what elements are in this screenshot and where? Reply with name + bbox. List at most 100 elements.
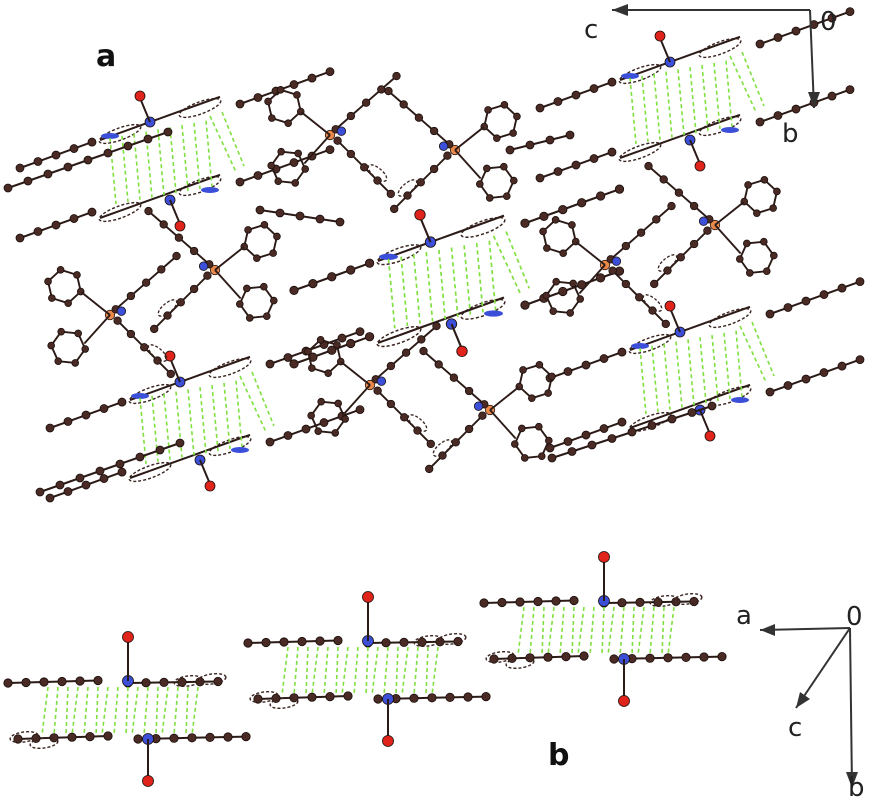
contact-line xyxy=(431,646,439,696)
contact-line xyxy=(687,339,695,406)
axis-triad-b xyxy=(759,624,858,789)
carbon-atom xyxy=(617,347,627,357)
disordered-ring xyxy=(173,674,203,688)
bond xyxy=(99,209,121,219)
dimer-stack xyxy=(545,277,865,453)
carbon-atom xyxy=(445,692,455,703)
contact-line xyxy=(701,64,709,132)
carbon-atom xyxy=(449,373,459,382)
phosphonium-cation xyxy=(44,251,181,379)
carbon-atom xyxy=(577,280,587,290)
carbon-atom xyxy=(235,300,244,308)
carbon-atom xyxy=(56,266,65,274)
carbon-atom xyxy=(571,90,581,100)
carbon-atom xyxy=(126,329,136,339)
carbon-atom xyxy=(614,184,625,194)
oxygen-atom xyxy=(598,551,610,563)
contact-line xyxy=(371,646,379,696)
carbon-atom xyxy=(270,296,278,305)
disordered-ring xyxy=(157,299,178,317)
bond xyxy=(149,462,171,472)
contact-line xyxy=(211,384,219,452)
axis-b-origin-label: 0 xyxy=(846,602,863,632)
bond xyxy=(578,264,606,295)
carbon-atom xyxy=(69,144,79,153)
contact-line xyxy=(663,343,671,410)
carbon-atom xyxy=(689,201,699,211)
disordered-ring xyxy=(642,294,663,312)
nitrogen-atom xyxy=(198,261,209,271)
carbon-atom xyxy=(69,214,79,223)
carbon-atom xyxy=(319,418,329,427)
nitrogen-ellipsoid xyxy=(721,127,739,133)
contact-line xyxy=(143,686,149,736)
carbon-atom xyxy=(599,354,609,363)
carbon-atom xyxy=(337,333,347,343)
carbon-atom xyxy=(143,134,153,144)
carbon-atom xyxy=(166,369,175,379)
contact-line xyxy=(541,606,545,656)
contact-line xyxy=(649,606,655,656)
carbon-atom xyxy=(334,399,342,408)
contact-line xyxy=(751,321,775,377)
nitrogen-ellipsoid xyxy=(631,343,649,349)
carbon-atom xyxy=(83,155,93,165)
carbon-atom xyxy=(855,277,865,286)
contact-line xyxy=(492,235,522,295)
carbon-atom xyxy=(773,33,783,42)
carbon-atom xyxy=(520,300,530,310)
carbon-atom xyxy=(464,424,474,434)
bond xyxy=(489,386,520,411)
carbon-atom xyxy=(57,676,67,687)
contact-line xyxy=(631,606,635,656)
carbon-atom xyxy=(308,278,318,289)
carbon-atom xyxy=(381,638,391,648)
carbon-atom xyxy=(845,7,855,16)
carbon-atom xyxy=(54,357,63,365)
carbon-atom xyxy=(552,277,560,286)
carbon-atom xyxy=(289,80,299,89)
bond xyxy=(209,441,231,451)
carbon-atom xyxy=(621,279,631,289)
bond xyxy=(214,246,245,271)
carbon-atom xyxy=(81,480,91,490)
contact-line xyxy=(109,137,117,205)
carbon-atom xyxy=(203,271,212,280)
oxygen-atom xyxy=(174,220,186,232)
nitrogen-ellipsoid xyxy=(131,393,149,399)
carbon-atom xyxy=(87,207,97,217)
carbon-atom xyxy=(144,206,153,216)
carbon-atom xyxy=(505,145,515,155)
carbon-atom xyxy=(355,405,365,415)
carbon-atom xyxy=(364,258,375,268)
carbon-atom xyxy=(39,677,49,687)
nitrogen-ellipsoid xyxy=(231,447,249,453)
contact-line xyxy=(577,606,585,656)
nitrogen-atom xyxy=(376,376,387,386)
contact-line xyxy=(221,111,245,167)
carbon-atom xyxy=(262,312,271,320)
carbon-atom xyxy=(617,417,627,427)
axis-b-arrow xyxy=(809,9,815,109)
bond xyxy=(119,202,141,212)
panel-label-b: b xyxy=(548,738,569,773)
carbon-atom xyxy=(45,493,55,503)
contact-line xyxy=(400,256,409,327)
disordered-ring xyxy=(432,439,453,457)
carbon-atom xyxy=(543,244,551,252)
carbon-atom xyxy=(635,597,645,607)
bond xyxy=(189,370,211,380)
carbon-atom xyxy=(140,343,149,352)
carbon-atom xyxy=(765,309,775,319)
contact-line xyxy=(741,51,765,107)
carbon-atom xyxy=(426,439,435,449)
carbon-atom xyxy=(827,91,837,101)
carbon-atom xyxy=(377,85,386,94)
carbon-atom xyxy=(545,135,555,145)
carbon-atom xyxy=(509,129,517,137)
carbon-atom xyxy=(63,417,73,426)
carbon-atom xyxy=(607,147,617,157)
carbon-atom xyxy=(510,440,519,448)
carbon-atom xyxy=(3,678,13,688)
disordered-ring xyxy=(98,201,142,223)
